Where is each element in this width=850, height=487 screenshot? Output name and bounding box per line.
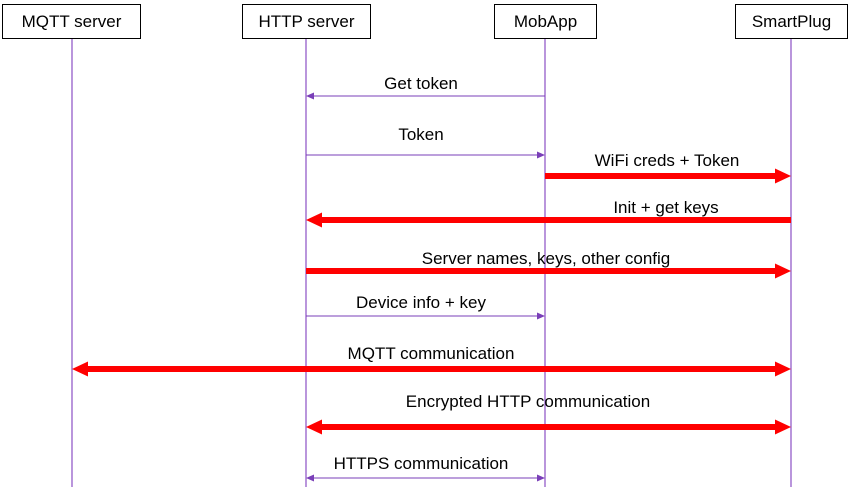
get-token-label: Get token xyxy=(384,74,458,93)
mob-actor-label: MobApp xyxy=(514,12,577,31)
mqtt-actor-box xyxy=(2,4,141,39)
enc-http-message: Encrypted HTTP communication xyxy=(306,392,791,435)
http-actor: HTTP server xyxy=(242,4,371,39)
http-actor-label: HTTP server xyxy=(258,12,354,31)
mqtt-comm-arrowhead-start xyxy=(72,361,88,377)
server-names-arrowhead xyxy=(775,263,791,279)
http-actor-box xyxy=(242,4,371,39)
token-message: Token xyxy=(306,125,545,159)
token-arrowhead xyxy=(537,151,545,159)
mob-actor: MobApp xyxy=(494,4,597,39)
wifi-creds-label: WiFi creds + Token xyxy=(595,151,740,170)
token-label: Token xyxy=(398,125,443,144)
enc-http-arrowhead-start xyxy=(306,419,322,435)
device-info-message: Device info + key xyxy=(306,293,545,320)
mqtt-comm-label: MQTT communication xyxy=(348,344,515,363)
mqtt-comm-message: MQTT communication xyxy=(72,344,791,377)
plug-actor: SmartPlug xyxy=(735,4,848,39)
device-info-arrowhead xyxy=(537,312,545,320)
enc-http-label: Encrypted HTTP communication xyxy=(406,392,650,411)
mqtt-actor-label: MQTT server xyxy=(22,12,122,31)
server-names-message: Server names, keys, other config xyxy=(306,249,791,279)
enc-http-arrowhead xyxy=(775,419,791,435)
device-info-label: Device info + key xyxy=(356,293,486,312)
https-comm-arrowhead xyxy=(537,474,545,482)
init-keys-message: Init + get keys xyxy=(306,198,791,228)
https-comm-message: HTTPS communication xyxy=(306,454,545,482)
init-keys-arrowhead xyxy=(306,212,322,228)
plug-actor-label: SmartPlug xyxy=(752,12,831,31)
plug-actor-box xyxy=(735,4,848,39)
mob-actor-box xyxy=(494,4,597,39)
wifi-creds-arrowhead xyxy=(775,168,791,184)
mqtt-comm-arrowhead xyxy=(775,361,791,377)
mqtt-actor: MQTT server xyxy=(2,4,141,39)
get-token-arrowhead xyxy=(306,92,314,100)
init-keys-label: Init + get keys xyxy=(613,198,718,217)
https-comm-arrowhead-start xyxy=(306,474,314,482)
server-names-label: Server names, keys, other config xyxy=(422,249,671,268)
get-token-message: Get token xyxy=(306,74,545,100)
wifi-creds-message: WiFi creds + Token xyxy=(545,151,791,184)
https-comm-label: HTTPS communication xyxy=(334,454,509,473)
